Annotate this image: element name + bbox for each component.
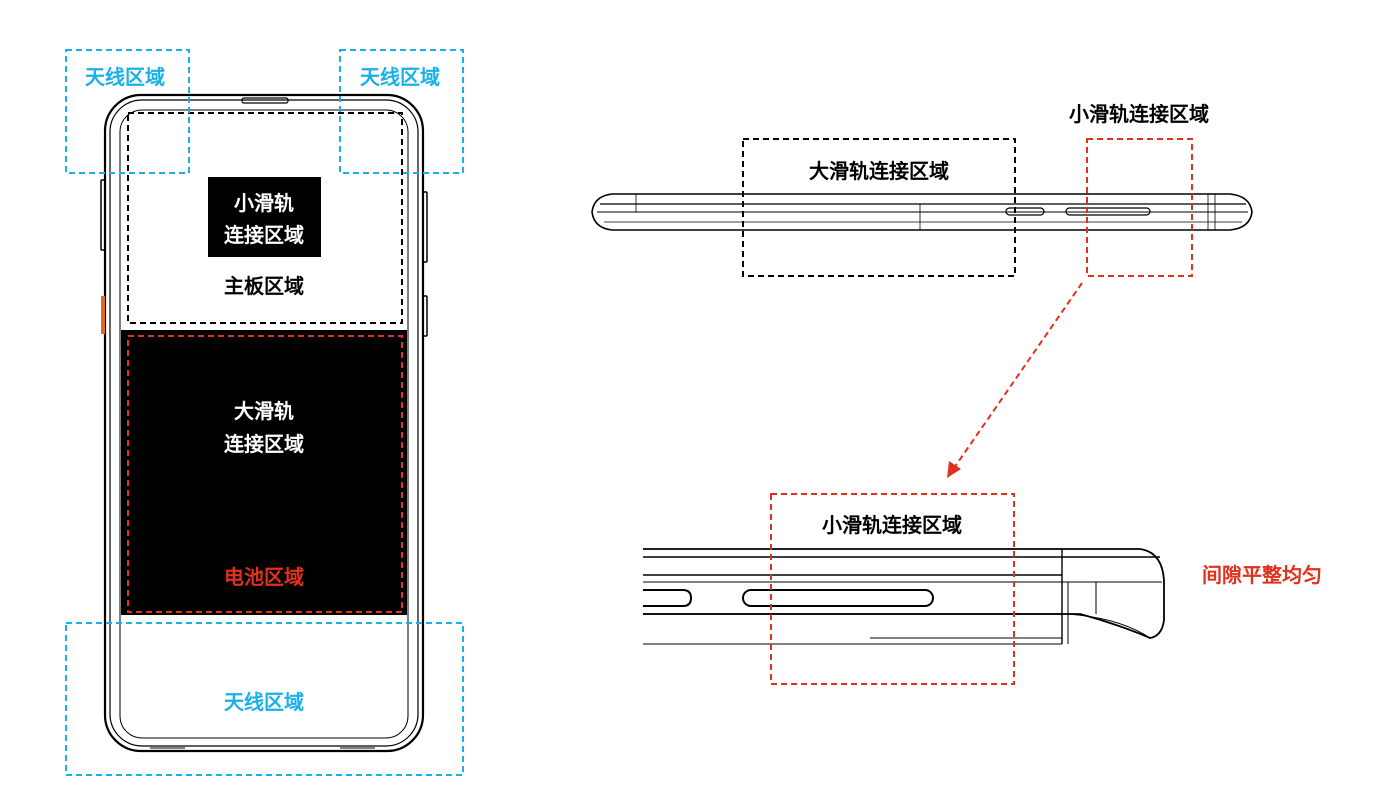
antenna-label-bottom: 天线区域 [224,690,304,714]
battery-zone-box [127,335,403,613]
mainboard-zone-box [127,112,403,324]
phone-front-outline [103,93,425,753]
small-rail-label-line1: 小滑轨 [234,191,294,215]
antenna-zone-top-left [65,49,190,174]
side-small-rail-label: 小滑轨连接区域 [1069,102,1209,126]
antenna-label-top-left: 天线区域 [85,65,165,89]
small-rail-label-box [208,177,321,257]
detail-small-rail-zone-box [770,493,1015,685]
side-large-rail-zone-box [742,138,1016,277]
detail-side-outline [643,548,1165,645]
large-rail-label-line1: 大滑轨 [234,399,294,423]
side-small-rail-zone-box [1086,138,1193,277]
antenna-zone-bottom [65,622,464,776]
battery-label: 电池区域 [224,565,304,589]
side-large-rail-label: 大滑轨连接区域 [809,159,949,183]
battery-block [121,330,407,615]
zoom-arrow-head [947,461,961,478]
phone-side-key-orange [101,296,105,334]
detail-small-rail-label: 小滑轨连接区域 [822,513,962,537]
large-rail-label-line2: 连接区域 [224,432,304,456]
antenna-zone-top-right [339,49,464,174]
mainboard-label: 主板区域 [224,274,304,298]
antenna-label-top-right: 天线区域 [360,65,440,89]
phone-side-buttons [100,179,428,337]
small-rail-label-line2: 连接区域 [224,223,304,247]
zoom-arrow-line [953,282,1083,469]
phone-side-outline [591,193,1253,231]
gap-note-label: 间隙平整均匀 [1202,563,1322,587]
